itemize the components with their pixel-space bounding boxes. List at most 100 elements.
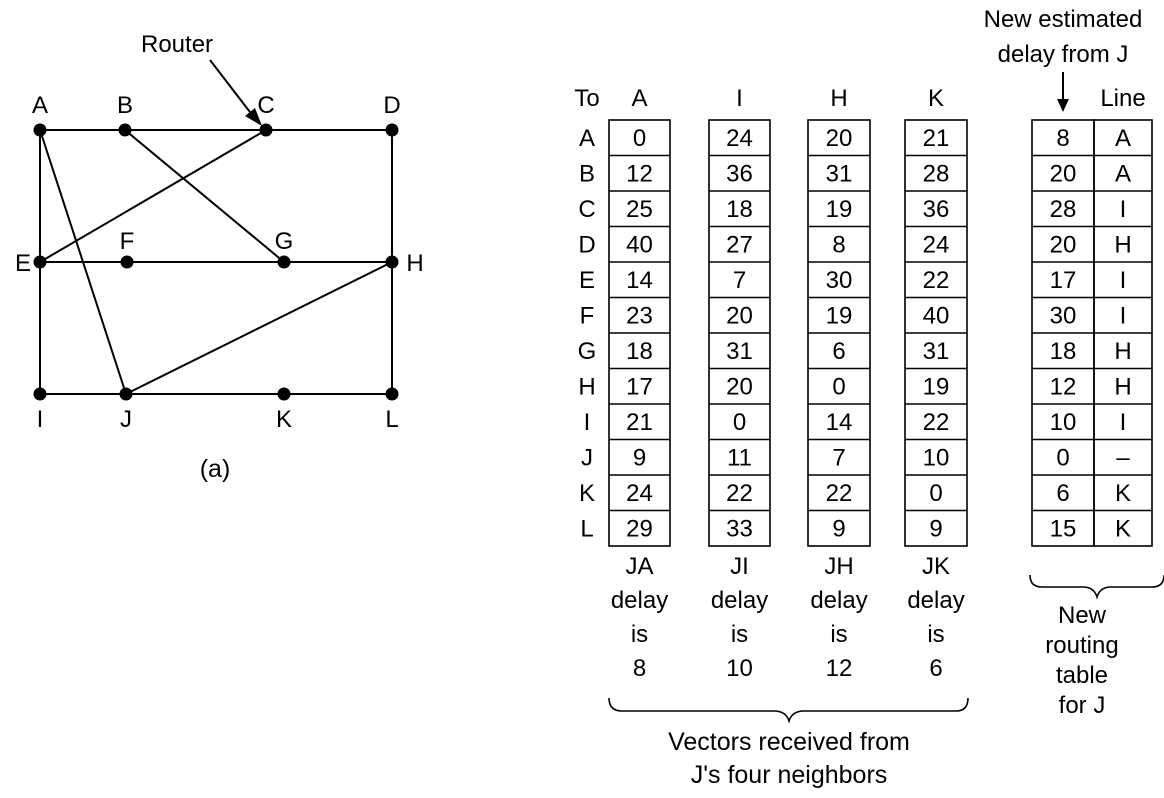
node-D [385, 123, 399, 137]
vector-H-header: H [830, 85, 847, 112]
node-label-H: H [406, 250, 423, 277]
node-label-E: E [15, 250, 31, 277]
new-delay-cell: 30 [1050, 303, 1077, 330]
destination-A: A [579, 125, 595, 152]
new-line-cell: K [1115, 516, 1131, 543]
new-delay-cell: 17 [1050, 267, 1077, 294]
vector-H-cell: 8 [832, 232, 845, 259]
node-label-G: G [275, 228, 294, 255]
new-table-caption-line3: table [1056, 662, 1108, 689]
new-table-caption-line1: New [1058, 602, 1107, 629]
vector-A-cell: 21 [626, 409, 653, 436]
vector-K-cell: 22 [923, 409, 950, 436]
vector-A-caption: JA [625, 553, 653, 580]
vector-H-caption: delay [810, 587, 867, 614]
vector-A-cell: 24 [626, 480, 653, 507]
vector-A-cell: 12 [626, 161, 653, 188]
new-line-cell: H [1114, 338, 1131, 365]
vector-K-cell: 28 [923, 161, 950, 188]
vector-H-caption: is [830, 621, 847, 648]
new-delay-cell: 15 [1050, 516, 1077, 543]
node-E [33, 255, 47, 269]
node-A [33, 123, 47, 137]
node-label-L: L [385, 406, 398, 433]
vector-I-cell: 27 [726, 232, 753, 259]
vector-K-header: K [928, 85, 944, 112]
vector-K-caption: 6 [929, 655, 942, 682]
graph-caption: (a) [200, 455, 231, 483]
node-label-F: F [120, 228, 135, 255]
edge-C-E [39, 129, 267, 263]
new-delay-cell: 12 [1050, 374, 1077, 401]
vector-H-cell: 31 [826, 161, 853, 188]
new-routing-table: New estimated delay from J Line 82028201… [984, 6, 1164, 719]
new-delay-cell: 6 [1056, 480, 1069, 507]
node-label-C: C [257, 92, 274, 119]
vector-I-caption: JI [730, 553, 749, 580]
vector-K-caption: is [927, 621, 944, 648]
new-line-cell: H [1114, 374, 1131, 401]
vector-I-cell: 22 [726, 480, 753, 507]
vector-H-cell: 9 [832, 516, 845, 543]
vectors-caption-line2: J's four neighbors [691, 761, 888, 789]
new-line-cell: A [1115, 161, 1131, 188]
new-line-cell: I [1120, 303, 1127, 330]
vector-H-cell: 19 [826, 196, 853, 223]
vector-A-cell: 0 [633, 125, 646, 152]
new-line-cell: A [1115, 125, 1131, 152]
vector-K-cell: 19 [923, 374, 950, 401]
new-line-cell: – [1116, 445, 1130, 472]
vector-K-cell: 24 [923, 232, 950, 259]
vector-I-cell: 18 [726, 196, 753, 223]
edge-B-G [124, 129, 285, 263]
node-label-J: J [120, 406, 132, 433]
vector-H-cell: 30 [826, 267, 853, 294]
new-line-cell: I [1120, 409, 1127, 436]
vector-I-cell: 36 [726, 161, 753, 188]
vector-K-cell: 21 [923, 125, 950, 152]
destination-D: D [578, 232, 595, 259]
vector-A-caption: delay [611, 587, 668, 614]
vector-I-caption: is [731, 621, 748, 648]
vector-A-cell: 9 [633, 445, 646, 472]
edge-A-J [39, 129, 127, 395]
new-line-cell: I [1120, 267, 1127, 294]
vector-I-cell: 0 [733, 409, 746, 436]
vector-K-cell: 36 [923, 196, 950, 223]
vector-H-caption: JH [824, 553, 853, 580]
line-header: Line [1100, 85, 1145, 112]
node-label-K: K [276, 406, 292, 433]
vector-I-cell: 24 [726, 125, 753, 152]
new-line-cell: K [1115, 480, 1131, 507]
destination-E: E [579, 267, 595, 294]
vector-K-cell: 0 [929, 480, 942, 507]
node-F [120, 255, 134, 269]
vector-A-header: A [631, 85, 647, 112]
vector-K-cell: 40 [923, 303, 950, 330]
vector-I-cell: 7 [733, 267, 746, 294]
node-C [259, 123, 273, 137]
vector-A-cell: 40 [626, 232, 653, 259]
destination-K: K [579, 480, 595, 507]
node-label-D: D [383, 92, 400, 119]
vector-K-cell: 10 [923, 445, 950, 472]
estimated-delay-arrow [1057, 72, 1069, 112]
destination-J: J [581, 445, 593, 472]
vector-A-caption: 8 [633, 655, 646, 682]
vector-I-header: I [736, 85, 743, 112]
vectors-brace [608, 697, 969, 724]
vector-K-cell: 9 [929, 516, 942, 543]
neighbor-vectors: A0122540142318172192429JAdelayis8I243618… [608, 85, 968, 682]
node-J [119, 387, 133, 401]
destination-F: F [580, 303, 595, 330]
destination-I: I [584, 409, 591, 436]
vector-A-cell: 18 [626, 338, 653, 365]
node-H [385, 255, 399, 269]
